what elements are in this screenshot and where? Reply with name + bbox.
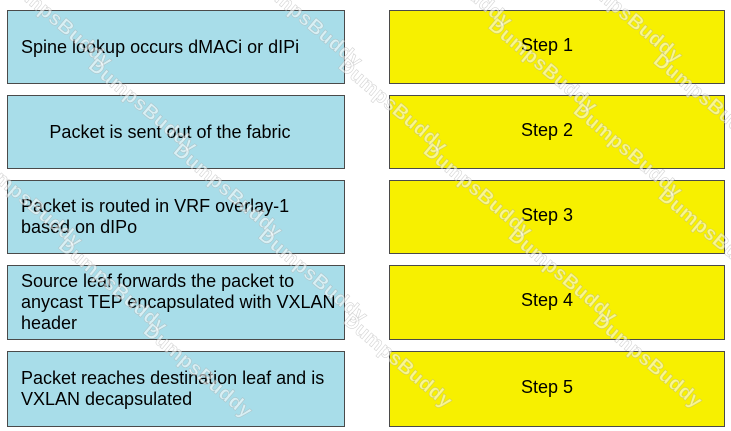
drag-item-destination-leaf[interactable]: Packet reaches destination leaf and is V… <box>7 351 345 427</box>
drag-item-routed-in-vrf[interactable]: Packet is routed in VRF overlay-1 based … <box>7 180 345 254</box>
drop-target-step-3[interactable]: Step 3 <box>389 180 725 254</box>
drag-item-label: Packet is sent out of the fabric <box>49 121 291 142</box>
drop-target-label: Step 4 <box>520 290 574 310</box>
drop-target-step-5[interactable]: Step 5 <box>389 351 725 427</box>
drop-target-label: Step 5 <box>520 376 574 397</box>
drop-target-step-1[interactable]: Step 1 <box>389 10 725 84</box>
drag-item-sent-out-of-fabric[interactable]: Packet is sent out of the fabric <box>7 95 345 169</box>
drag-item-label: Spine lookup occurs dMACi or dIPi <box>21 36 300 57</box>
drag-item-label: Packet reaches destination leaf and is V… <box>21 368 325 409</box>
drag-item-label: Packet is routed in VRF overlay-1 based … <box>21 196 290 237</box>
drag-item-source-leaf-forwards[interactable]: Source leaf forwards the packet to anyca… <box>7 265 345 340</box>
drag-item-spine-lookup[interactable]: Spine lookup occurs dMACi or dIPi <box>7 10 345 84</box>
drag-item-label: Source leaf forwards the packet to anyca… <box>21 271 336 333</box>
drop-target-label: Step 1 <box>520 34 574 55</box>
drop-target-label: Step 3 <box>520 204 574 225</box>
drop-target-label: Step 2 <box>520 119 574 140</box>
drop-target-step-2[interactable]: Step 2 <box>389 95 725 169</box>
drop-target-step-4[interactable]: Step 4 <box>389 265 725 340</box>
